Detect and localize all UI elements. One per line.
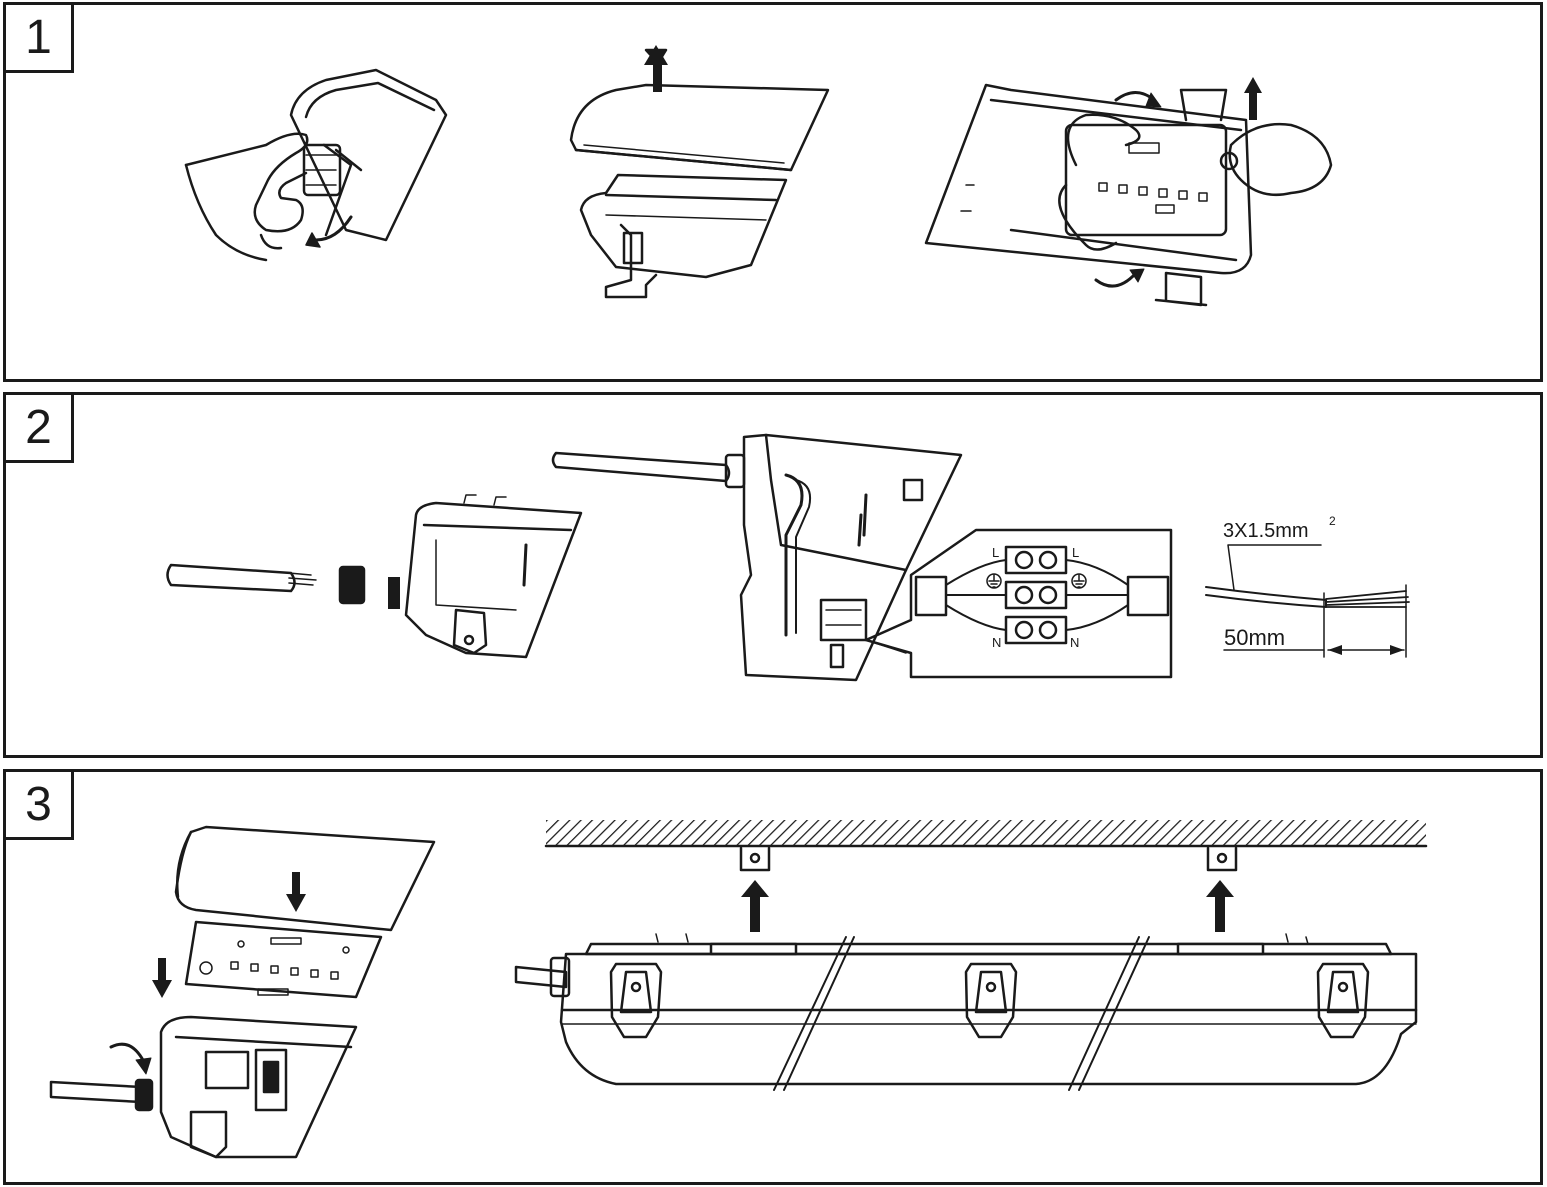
gear-tray-icon: [184, 920, 383, 999]
cable-gland-icon: [134, 1078, 154, 1112]
reassemble-figure: [49, 825, 436, 1159]
break-line-left: [773, 936, 855, 1091]
housing-end-outline: [289, 68, 448, 242]
housing-body-outline: [739, 433, 963, 682]
mounting-clip-icon: [604, 223, 658, 299]
cable-gland-icon: [338, 565, 366, 605]
internal-wire-icon: [784, 473, 804, 637]
live-label-right: L: [1072, 545, 1079, 560]
neutral-label-right: N: [1070, 635, 1079, 650]
terminal-block-icon: [819, 598, 868, 642]
power-cable-icon: [551, 451, 731, 483]
live-label-left: L: [992, 545, 999, 560]
ceiling-bracket-right: [1206, 846, 1238, 872]
housing-body-outline: [924, 83, 1253, 275]
neutral-label-left: N: [992, 635, 1001, 650]
curved-arrow-icon: [1094, 271, 1138, 288]
arrow-up-icon: [653, 60, 662, 92]
curved-arrow-icon: [109, 1042, 146, 1064]
mounting-clip-icon: [452, 608, 488, 655]
ceiling-mount-figure: [514, 820, 1428, 1091]
spec-leader-line: [1227, 544, 1322, 591]
step-number: 3: [6, 772, 74, 840]
cable-routing-figure: [551, 433, 963, 682]
diffuser-cover-icon: [569, 83, 830, 172]
detail-callout-frame: [864, 528, 1173, 679]
gear-tray-icon: [1064, 123, 1228, 237]
curved-arrow-icon: [314, 215, 353, 242]
cable-gland-icon: [549, 956, 571, 998]
arrow-up-icon: [1215, 894, 1225, 932]
hand-icon: [184, 132, 309, 233]
step-1-panel: 1: [3, 2, 1543, 382]
step-2-panel: 2: [3, 392, 1543, 758]
cable-sheath-right: [1126, 575, 1170, 617]
step-3-illustration: [49, 820, 1428, 1159]
power-cable-icon: [166, 563, 296, 593]
cable-gland-figure: [166, 494, 583, 659]
housing-end-icon: [404, 501, 583, 659]
mounting-clip-icon: [189, 1110, 228, 1159]
step-2-illustration: L L N N 3X1.5mm 2 50mm: [166, 433, 1410, 682]
earth-symbol-icon: [986, 573, 1002, 589]
earth-symbol-icon: [1071, 573, 1087, 589]
step-3-panel: 3: [3, 769, 1543, 1185]
diffuser-cover-icon: [174, 825, 436, 932]
terminal-detail-figure: L L N N: [864, 528, 1173, 679]
fixture-top-rim: [584, 942, 1393, 956]
step-number: 2: [6, 395, 74, 463]
ceiling-hatch-icon: [546, 820, 1426, 846]
clip-icon: [302, 143, 342, 197]
power-cable-icon: [49, 1080, 143, 1104]
remove-cover-figure: [569, 45, 830, 299]
power-cable-icon: [514, 965, 568, 989]
step-1-illustration: [184, 45, 1333, 307]
unclip-cover-figure: [184, 68, 448, 262]
fixture-clip-middle: [964, 962, 1018, 1039]
cable-spec-superscript: 2: [1329, 514, 1336, 528]
remove-gear-tray-figure: [924, 77, 1333, 307]
housing-base-icon: [579, 173, 788, 279]
arrow-up-icon: [1249, 90, 1257, 120]
arrow-down-icon: [158, 958, 166, 982]
hand-icon: [1228, 123, 1333, 197]
fixture-clip-right: [1316, 962, 1370, 1039]
cable-sheath-left: [914, 575, 948, 617]
cable-spec-label: 3X1.5mm: [1223, 520, 1309, 542]
strip-length-label: 50mm: [1224, 625, 1285, 650]
fixture-body-outline: [559, 952, 1418, 1086]
ceiling-bracket-left: [739, 846, 771, 872]
cable-spec-figure: 3X1.5mm 2 50mm: [1205, 514, 1410, 658]
step-number: 1: [6, 5, 74, 73]
break-line-right: [1068, 936, 1150, 1091]
arrow-down-icon: [292, 872, 300, 896]
hand-icon: [1066, 113, 1141, 167]
fixture-clip-left: [609, 962, 663, 1039]
stripped-cable-icon: [1205, 586, 1327, 608]
arrow-up-icon: [750, 894, 760, 932]
